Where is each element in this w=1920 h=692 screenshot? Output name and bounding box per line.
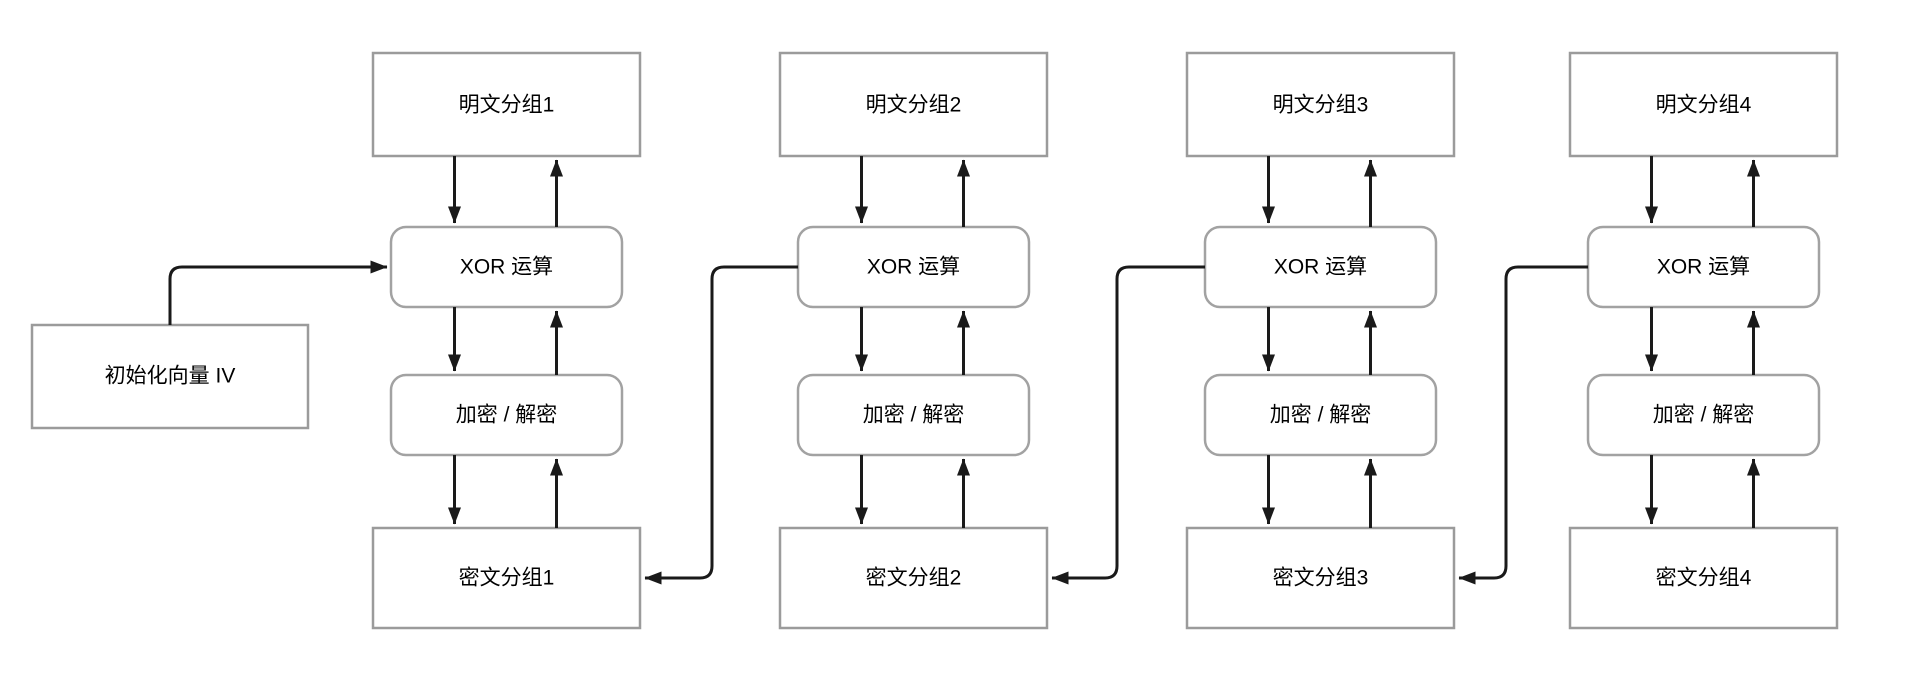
plaintext-box-1 (371, 51, 642, 158)
cbc-column-2: 明文分组2 XOR 运算 加密 / 解密 密文分组2 (644, 51, 1049, 630)
cipher-op-label-2: 加密 / 解密 (863, 404, 965, 427)
chain-arrow-xor4-to-ciphertext3 (1458, 265, 1588, 585)
ciphertext-box-2 (778, 526, 1049, 630)
xor-label-4: XOR 运算 (1657, 256, 1750, 279)
cipher-op-box-1 (389, 373, 624, 457)
cipher-op-box-3 (1203, 373, 1438, 457)
xor-label-3: XOR 运算 (1274, 256, 1367, 279)
cipher-op-label-1: 加密 / 解密 (456, 404, 558, 427)
xor-label-2: XOR 运算 (867, 256, 960, 279)
cipher-op-label-4: 加密 / 解密 (1653, 404, 1755, 427)
cbc-column-4: 明文分组4 XOR 运算 加密 / 解密 密文分组4 (1458, 51, 1839, 630)
plaintext-label-2: 明文分组2 (866, 94, 962, 117)
plaintext-box-4 (1568, 51, 1839, 158)
chain-arrow-xor2-to-ciphertext1 (644, 265, 798, 585)
plaintext-label-3: 明文分组3 (1273, 94, 1369, 117)
ciphertext-box-4 (1568, 526, 1839, 630)
chain-arrow-xor3-to-ciphertext2 (1051, 265, 1205, 585)
cbc-column-1: 明文分组1 XOR 运算 加密 / 解密 密文分组1 (371, 51, 642, 630)
ciphertext-box-3 (1185, 526, 1456, 630)
plaintext-label-1: 明文分组1 (459, 94, 555, 117)
ciphertext-box-1 (371, 526, 642, 630)
ciphertext-label-4: 密文分组4 (1656, 567, 1752, 590)
cbc-column-3: 明文分组3 XOR 运算 加密 / 解密 密文分组3 (1051, 51, 1456, 630)
arrow-iv-to-xor1 (168, 260, 388, 325)
ciphertext-label-1: 密文分组1 (459, 567, 555, 590)
ciphertext-label-3: 密文分组3 (1273, 567, 1369, 590)
iv-label: 初始化向量 IV (105, 365, 236, 388)
plaintext-box-3 (1185, 51, 1456, 158)
iv-box (30, 323, 310, 430)
cipher-op-label-3: 加密 / 解密 (1270, 404, 1372, 427)
xor-label-1: XOR 运算 (460, 256, 553, 279)
plaintext-box-2 (778, 51, 1049, 158)
ciphertext-label-2: 密文分组2 (866, 567, 962, 590)
xor-box-1 (389, 225, 624, 309)
plaintext-label-4: 明文分组4 (1656, 94, 1752, 117)
cipher-op-box-2 (796, 373, 1031, 457)
cipher-op-box-4 (1586, 373, 1821, 457)
iv-group: 初始化向量 IV (30, 260, 388, 430)
